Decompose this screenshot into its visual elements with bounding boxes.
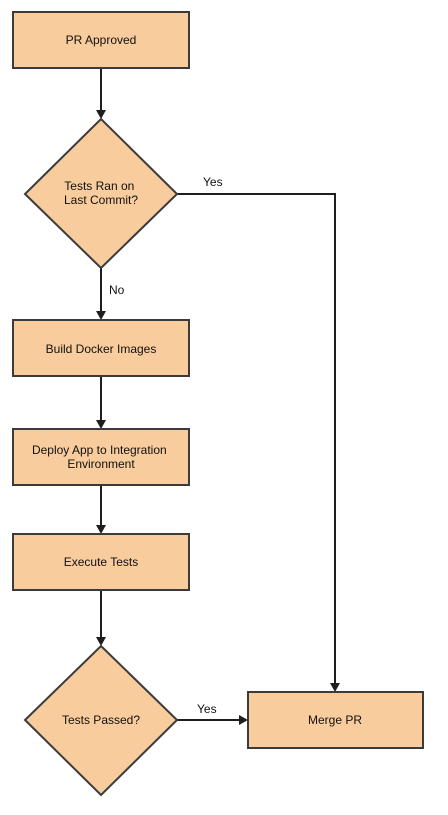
node-deploy-app-label: Deploy App to Integration Environment [32,443,170,471]
node-tests-passed-diamond [23,644,179,797]
node-execute-tests-label: Execute Tests [64,555,138,569]
arrowhead-merge-top [330,683,340,692]
edge-tests-ran-to-merge [177,193,336,683]
node-tests-ran-diamond [23,117,179,270]
arrowhead-merge-left [239,715,248,725]
node-tests-passed-decision: Tests Passed? [23,644,179,797]
arrowhead-build [96,311,106,320]
edge-label-tests-ran-yes: Yes [203,175,223,189]
node-deploy-app-box [12,428,190,486]
node-build-images-box [12,319,190,377]
node-merge-pr-label: Merge PR [308,713,362,727]
arrowhead-tests-passed [96,637,106,646]
node-tests-ran-label: Tests Ran on Last Commit? [64,179,138,207]
edges [96,68,340,725]
node-deploy-app-label-line2: Environment [67,457,135,471]
edge-labels: Yes No Yes [109,175,223,716]
node-merge-pr: Merge PR [247,691,424,749]
node-deploy-app: Deploy App to Integration Environment [12,428,190,486]
node-pr-approved-box [12,11,190,69]
node-execute-tests-box [12,533,190,591]
node-merge-pr-box [247,691,424,749]
edge-label-tests-ran-no: No [109,283,125,297]
edge-label-tests-passed-yes: Yes [197,702,217,716]
node-tests-ran-label-line1: Tests Ran on [64,179,134,193]
node-execute-tests: Execute Tests [12,533,190,591]
node-pr-approved-label: PR Approved [66,33,137,47]
arrowhead-tests-ran [96,110,106,119]
node-build-images: Build Docker Images [12,319,190,377]
nodes: PR Approved Tests Ran on Last Commit? Bu… [12,11,424,797]
node-deploy-app-label-line1: Deploy App to Integration [32,443,167,457]
node-tests-ran-label-line2: Last Commit? [64,193,138,207]
arrowhead-execute [96,525,106,534]
node-build-images-label: Build Docker Images [46,342,157,356]
arrowhead-deploy [96,420,106,429]
node-pr-approved: PR Approved [12,11,190,69]
node-tests-passed-label: Tests Passed? [62,713,140,727]
node-tests-ran-decision: Tests Ran on Last Commit? [23,117,179,270]
